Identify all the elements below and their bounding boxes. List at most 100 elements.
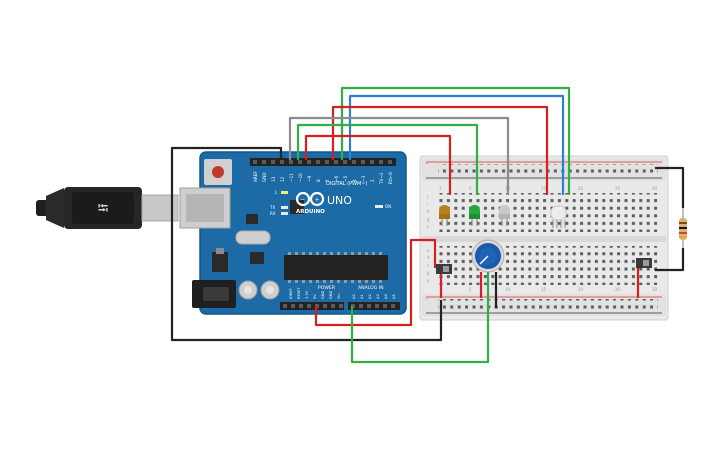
digital-pin-labels: AREF GND 13 12 ~11 ~10 ~9 8 7 ~6 ~5 4 ~3… [253,171,393,185]
svg-text:j: j [426,194,428,199]
rgb-led[interactable] [550,205,567,228]
svg-text:h: h [427,209,430,214]
svg-text:7: 7 [325,179,330,182]
svg-text:5V: 5V [313,294,317,299]
svg-text:~6: ~6 [334,175,339,182]
svg-text:15: 15 [541,287,547,292]
voltage-regulator [212,252,228,272]
bottom-power-rail[interactable] [438,299,658,313]
l-led-label: L [275,190,278,195]
svg-text:GND: GND [329,291,333,299]
wire-gnd-loop[interactable] [170,146,443,342]
svg-text:d: d [427,255,430,260]
usb-cable[interactable]: ⭾ [36,187,179,229]
wire-red-short[interactable] [304,134,452,195]
on-label: ON [385,204,391,209]
svg-text:5: 5 [469,186,472,191]
wire-gray[interactable] [288,116,510,195]
svg-text:A4: A4 [384,294,388,299]
led-white[interactable] [499,205,510,226]
svg-text:5: 5 [469,287,472,292]
tx-label: TX [269,205,275,210]
rail-plus-top: + [425,161,428,166]
atmega-chip [284,255,388,280]
svg-text:4: 4 [352,179,357,182]
wire-blue[interactable] [348,94,565,195]
slide-switch-right[interactable] [636,258,652,268]
svg-text:c: c [427,263,429,268]
led-green[interactable] [469,205,480,226]
arduino-brand: ARDUINO [296,209,325,215]
svg-text:−: − [300,196,305,203]
svg-text:20: 20 [578,287,584,292]
svg-text:AREF: AREF [253,171,258,182]
svg-text:2: 2 [370,179,375,182]
svg-text:~11: ~11 [289,173,294,182]
digital-header [250,158,396,166]
wire-green-short[interactable] [296,123,479,195]
rail-minus-top: - [425,176,427,181]
svg-text:A5: A5 [392,294,396,299]
usb-symbol-icon: ⭾ [98,201,109,217]
wire-red-long[interactable] [331,105,549,195]
svg-text:1: 1 [439,186,442,191]
svg-text:b: b [427,271,430,276]
svg-text:IOREF: IOREF [289,288,293,299]
svg-text:~9: ~9 [307,175,312,182]
svg-text:8: 8 [316,179,321,182]
svg-text:A2: A2 [368,294,372,299]
svg-text:Vin: Vin [337,293,341,299]
wire-5v[interactable] [314,238,437,327]
wire-analog-a0[interactable] [350,272,490,364]
svg-text:GND: GND [321,291,325,299]
svg-text:25: 25 [615,287,621,292]
uno-model: UNO [327,194,352,207]
analog-pin-labels: A0 A1 A2 A3 A4 A5 [352,294,396,299]
svg-text:g: g [427,217,430,222]
svg-text:A1: A1 [360,294,364,299]
svg-text:a: a [427,278,430,283]
svg-text:e: e [427,248,430,253]
svg-text:f: f [427,225,429,230]
svg-text:TX→1: TX→1 [379,172,384,185]
svg-text:~5: ~5 [343,175,348,182]
analog-header [348,302,400,310]
potentiometer[interactable] [471,239,505,273]
power-pin-labels: IOREF RESET 3.3V 5V GND GND Vin [289,287,341,299]
svg-text:~10: ~10 [298,173,303,182]
rail-minus-bottom: - [425,312,427,317]
svg-text:10: 10 [505,287,511,292]
svg-text:A0: A0 [352,294,356,299]
slide-switch-left[interactable] [436,264,452,274]
wire-resistor-top[interactable] [655,166,685,208]
crystal-oscillator [235,230,271,245]
svg-text:12: 12 [280,176,285,182]
led-orange[interactable] [439,205,450,226]
power-header [280,302,344,310]
arduino-uno-board[interactable]: AREF GND 13 12 ~11 ~10 ~9 8 7 ~6 ~5 4 ~3… [179,151,407,315]
resistor[interactable] [679,208,687,248]
svg-text:3.3V: 3.3V [305,290,309,299]
svg-text:15: 15 [541,186,547,191]
svg-text:30: 30 [652,186,658,191]
digital-label: DIGITAL (PWM~) [326,181,368,187]
analog-label: ANALOG IN [358,285,384,291]
svg-text:13: 13 [271,176,276,182]
bottom-terminal-strip[interactable] [438,246,658,285]
svg-text:A3: A3 [376,294,380,299]
svg-text:i: i [427,202,428,207]
breadboard[interactable]: + - + - j i h g f e d c b a 1 5 10 15 20… [419,155,669,321]
svg-text:RESET: RESET [297,287,301,299]
svg-text:20: 20 [578,186,584,191]
svg-text:~3: ~3 [361,175,366,182]
potentiometer-indicator-icon [479,255,489,265]
svg-text:30: 30 [652,287,658,292]
svg-text:25: 25 [615,186,621,191]
wire-resistor-bottom[interactable] [655,248,685,272]
row-letters: j i h g f e d c b a [426,194,430,283]
rail-plus-bottom: + [425,296,428,301]
arduino-logo-icon: − + [295,191,325,207]
rx-label: RX [270,211,276,216]
